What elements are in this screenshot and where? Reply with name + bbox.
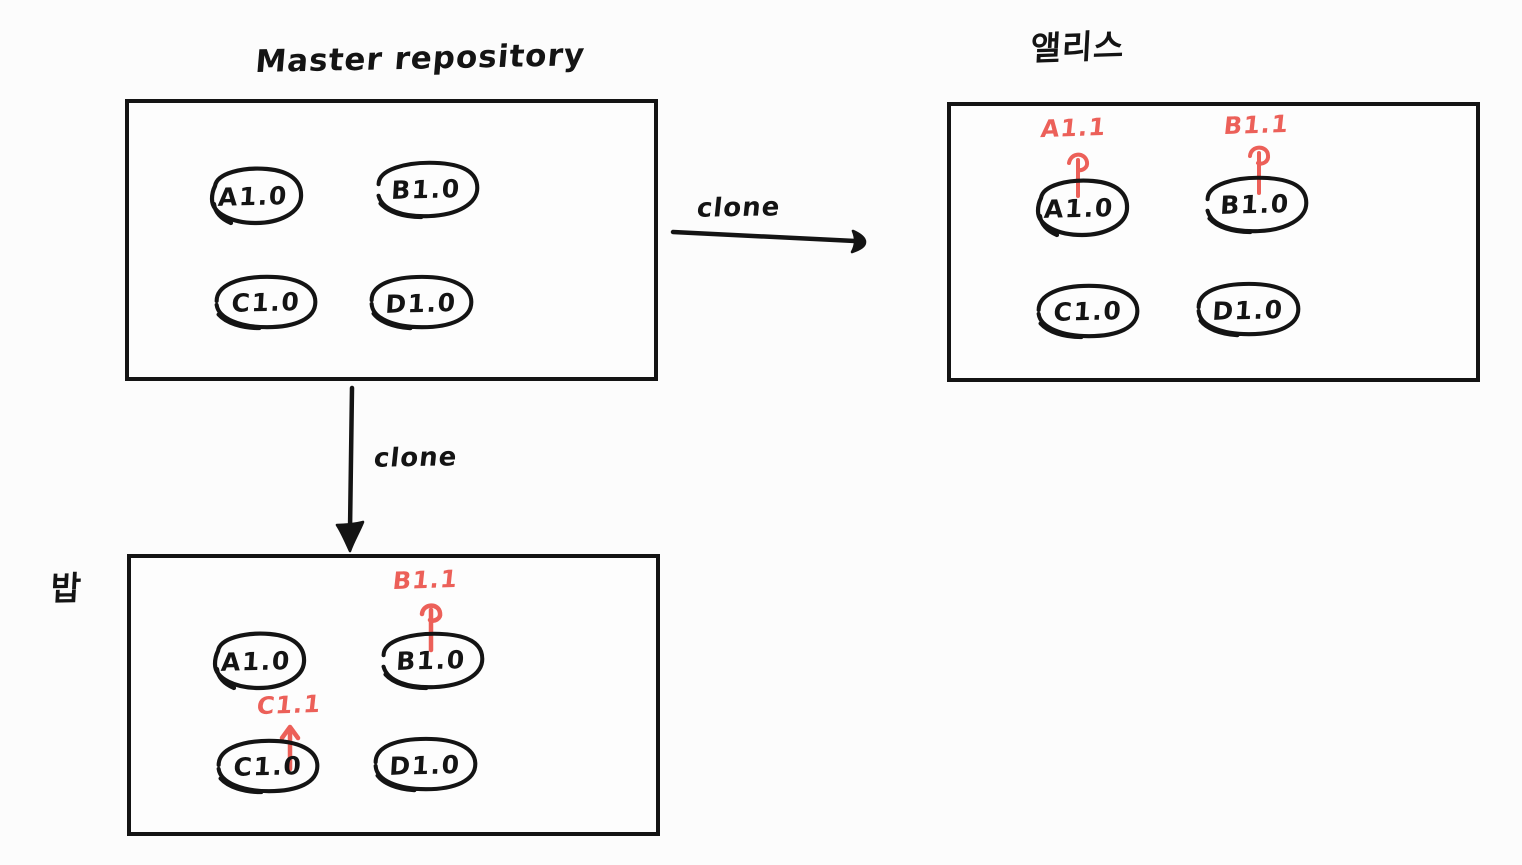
up-arrow-icon	[1067, 152, 1090, 198]
bubble-outline-icon	[376, 160, 480, 220]
commit-label: A1.0	[217, 180, 289, 212]
bubble-outline-icon	[1205, 175, 1309, 235]
bubble-outline-icon	[373, 736, 478, 793]
up-arrow-icon	[279, 724, 301, 772]
clone-label-to-alice: clone	[695, 192, 783, 224]
clone-arrow-right-icon	[670, 229, 867, 254]
up-arrow-icon	[419, 603, 443, 653]
bubble-outline-icon	[1196, 281, 1301, 338]
bubble-outline-icon	[1035, 178, 1130, 238]
commit-bubble-alice-d10: D1.0	[1189, 280, 1307, 340]
commit-label: A1.0	[1043, 192, 1115, 224]
bob-repository-title: 밥	[49, 568, 84, 609]
commit-bubble-alice-b10: B1.0	[1196, 174, 1314, 235]
annotation-label: A1.1	[1039, 112, 1108, 144]
commit-label: B1.0	[395, 644, 467, 676]
commit-bubble-master-c10: C1.0	[207, 272, 325, 332]
alice-repository-box: A1.1 A1.0 B1.1 B1.0	[947, 102, 1480, 382]
annotation-b11: B1.1	[1222, 110, 1290, 195]
annotation-a11: A1.1	[1039, 113, 1108, 198]
annotation-b11: B1.1	[391, 565, 459, 653]
commit-bubble-alice-c10: C1.0	[1029, 281, 1147, 341]
bubble-outline-icon	[212, 631, 307, 691]
annotation-label: B1.1	[1222, 109, 1291, 141]
master-repository-box: A1.0 B1.0 C1.0 D1.0	[125, 99, 658, 381]
commit-label: A1.0	[220, 645, 292, 677]
commit-label: D1.0	[384, 287, 458, 319]
annotation-label: C1.1	[255, 689, 323, 721]
master-repository-title: Master repository	[253, 37, 587, 81]
bubble-outline-icon	[1036, 283, 1140, 340]
commit-bubble-bob-a10: A1.0	[204, 631, 308, 691]
commit-label: B1.0	[390, 173, 462, 205]
annotation-c11: C1.1	[255, 690, 323, 772]
bob-repository-box: A1.0 B1.1 B1.0 C1.1	[127, 554, 660, 836]
commit-bubble-master-d10: D1.0	[362, 273, 480, 333]
commit-label: C1.0	[230, 286, 302, 318]
annotation-label: B1.1	[391, 564, 460, 596]
commit-bubble-alice-a10: A1.0	[1027, 178, 1131, 238]
clone-label-to-bob: clone	[372, 442, 460, 474]
commit-bubble-master-b10: B1.0	[367, 159, 485, 220]
commit-label: D1.0	[388, 749, 462, 781]
commit-bubble-master-a10: A1.0	[201, 166, 305, 226]
bubble-outline-icon	[214, 274, 318, 331]
bubble-outline-icon	[381, 631, 485, 691]
commit-label: C1.0	[1052, 295, 1124, 327]
commit-bubble-bob-b10: B1.0	[372, 630, 490, 691]
clone-arrow-down-icon	[335, 385, 365, 553]
alice-repository-title: 앨리스	[1029, 25, 1126, 69]
bubble-outline-icon	[216, 738, 320, 795]
commit-label: C1.0	[232, 750, 304, 782]
commit-bubble-bob-d10: D1.0	[366, 735, 484, 795]
commit-label: D1.0	[1211, 294, 1285, 326]
bubble-outline-icon	[209, 166, 304, 226]
bubble-outline-icon	[369, 274, 474, 331]
up-arrow-icon	[1248, 145, 1271, 195]
commit-bubble-bob-c10: C1.0	[209, 736, 327, 796]
commit-label: B1.0	[1219, 188, 1291, 220]
